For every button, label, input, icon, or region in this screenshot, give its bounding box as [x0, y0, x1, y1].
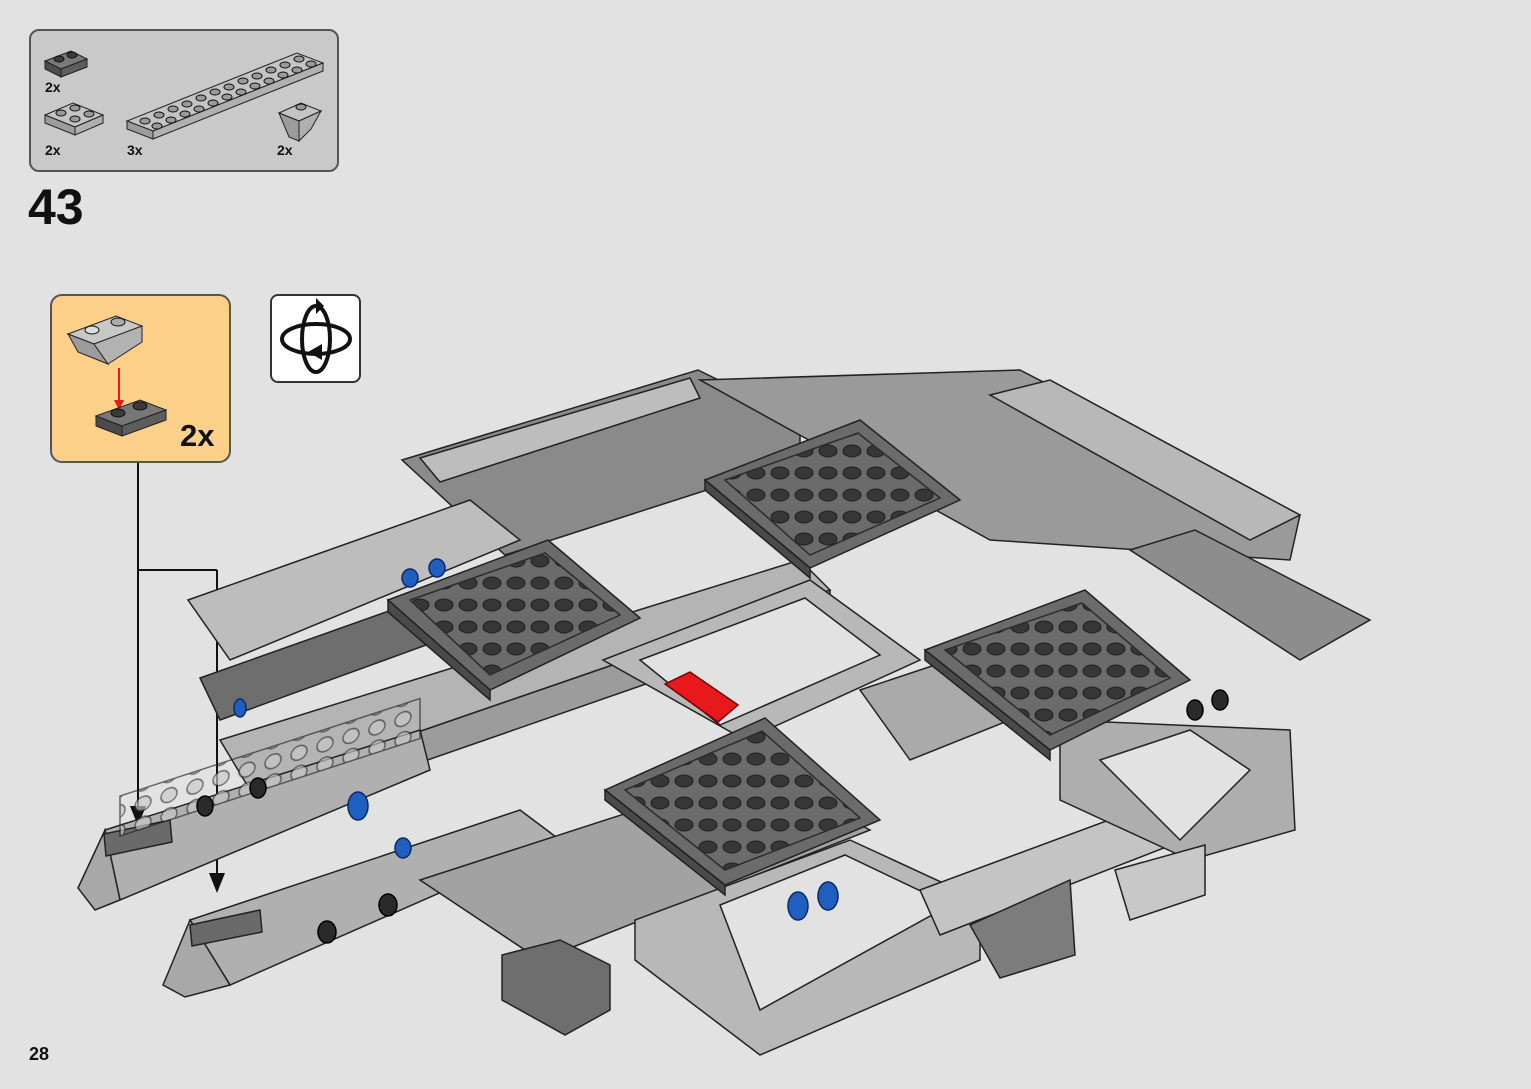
- light-gray-plate-2x2-icon: [43, 102, 105, 136]
- parts-list-graphics: [43, 50, 325, 143]
- page-number: 28: [29, 1044, 50, 1064]
- dark-plate-3: [923, 589, 1192, 762]
- dark-plate-2: [703, 419, 962, 580]
- part-qty-2: 2x: [45, 142, 61, 158]
- arrow-head-icon: [114, 400, 124, 410]
- step-number: 43: [28, 179, 84, 235]
- part-qty-3: 3x: [127, 142, 143, 158]
- back-frame: [400, 369, 1372, 661]
- dark-gray-plate-1x2-icon: [43, 50, 89, 78]
- blue-pins: [233, 558, 839, 921]
- part-qty-1: 2x: [45, 79, 61, 95]
- sub-assembly-graphics: [66, 315, 168, 437]
- pointer-arrow-2-icon: [209, 873, 225, 893]
- sub-assembly-callout: 2x: [50, 294, 231, 463]
- light-gray-slope-inverted-icon: [277, 102, 323, 143]
- inverted-slope-icon: [66, 315, 144, 366]
- part-qty-4: 2x: [277, 142, 293, 158]
- dark-plate-1: [386, 539, 642, 702]
- left-beam-1: [77, 697, 431, 911]
- black-pins: [196, 689, 1229, 944]
- rotate-model-box: [270, 294, 361, 383]
- sub-assembly-qty: 2x: [180, 418, 215, 453]
- dark-plate-4: [603, 717, 882, 897]
- front-frame: [418, 719, 1296, 1056]
- dark-plate-icon: [94, 399, 168, 437]
- light-gray-plate-2x12-icon: [125, 52, 325, 140]
- new-part-highlight: [663, 671, 740, 723]
- rotate-model-icon: [280, 298, 352, 374]
- parts-list-box: 2x 2x 3x 2x: [29, 29, 339, 172]
